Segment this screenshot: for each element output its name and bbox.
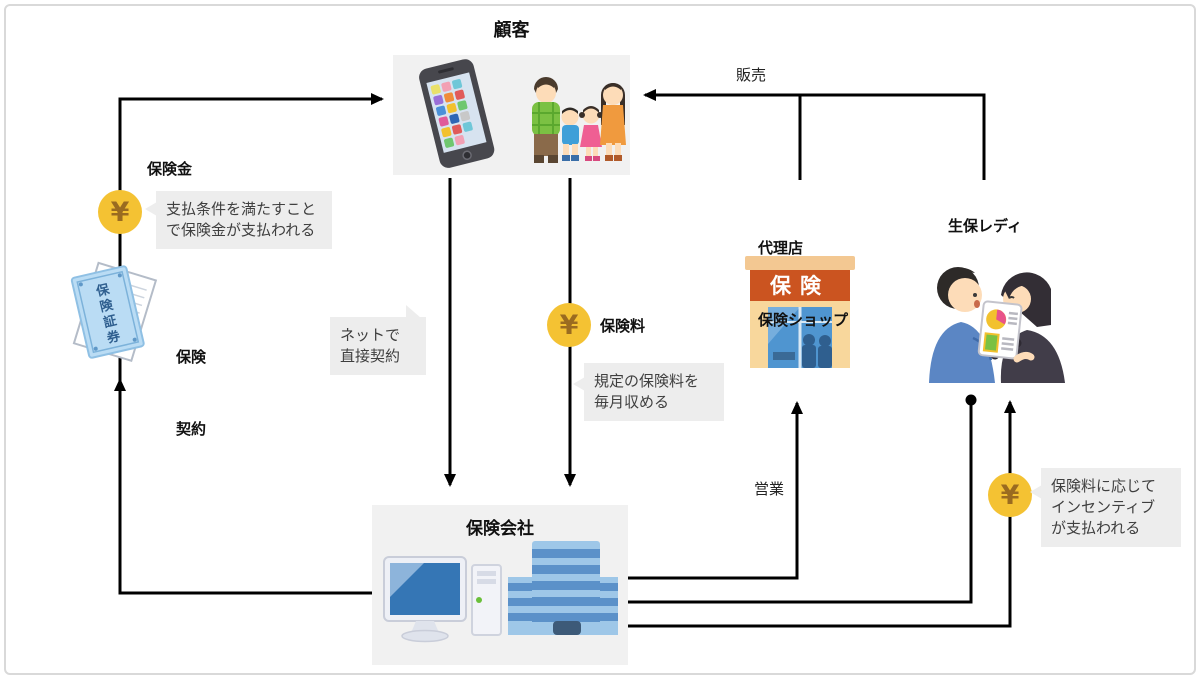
benefit-label: 保険金 [147,160,193,178]
yen-coin-benefit-icon: ¥ [98,190,142,234]
premium-note-line1: 規定の保険料を [594,372,700,390]
smartphone-family-icon [419,59,626,168]
net-contract-line2: 直接契約 [340,347,401,365]
edge-sales [643,89,986,180]
bubble-pointer [573,377,585,391]
incentive-line3: が支払われる [1051,519,1141,537]
contract-illustration: 保 険 証 券 [58,258,173,377]
yen-symbol: ¥ [110,196,130,228]
edge-lady-link-dot [965,394,977,406]
insurance-certificate-icon: 保 険 証 券 [70,261,158,363]
contract-label: 保険 契約 [176,297,206,489]
bubble-pointer [406,305,421,318]
edge-incentive [628,400,1016,628]
customer-title: 顧客 [493,20,530,41]
customer-illustration [393,55,630,179]
sales-lady-title: 生保レディ [948,217,1022,235]
doc-char-4: 券 [105,328,123,347]
net-contract-line1: ネットで [340,326,401,344]
bubble-pointer [145,202,157,216]
benefit-note-bubble: 支払条件を満たすこと で保険金が支払われる [145,191,332,249]
company-title: 保険会社 [466,519,534,539]
incentive-line2: インセンティブ [1051,498,1156,516]
company-illustration [372,505,628,669]
shop-sign-text: 保険 [769,274,830,298]
yen-coin-premium-icon: ¥ [547,303,591,347]
doc-char-1: 保 [94,281,112,300]
sales-lady-illustration [913,243,1065,387]
agency-title: 代理店 保険ショップ [758,188,848,380]
contract-label-line2: 契約 [176,420,207,438]
incentive-bubble: 保険料に応じて インセンティブ が支払われる [1030,468,1181,547]
sales-label: 販売 [736,66,767,84]
yen-symbol: ¥ [1000,479,1020,511]
incentive-line1: 保険料に応じて [1051,477,1157,495]
agency-title-line1: 代理店 [758,239,804,257]
computer-building-icon [383,541,618,643]
bubble-pointer [1030,485,1042,499]
edge-lady-link [628,403,973,604]
doc-char-3: 証 [102,313,118,332]
contract-label-line1: 保険 [176,348,207,366]
agency-title-line2: 保険ショップ [758,311,849,329]
agency-illustration: 保険 [743,248,857,378]
insurance-shop-icon: 保険 [745,256,855,368]
yen-symbol: ¥ [559,309,579,341]
net-contract-bubble: ネットで 直接契約 [330,305,426,375]
premium-note-line2: 毎月収める [594,393,670,411]
edge-sales-activity [628,401,803,580]
benefit-note-line1: 支払条件を満たすこと [166,200,317,218]
premium-label: 保険料 [600,317,646,335]
salesperson-customer-icon [929,267,1065,383]
benefit-note-line2: で保険金が支払われる [166,221,316,239]
doc-char-2: 険 [98,297,115,316]
premium-note-bubble: 規定の保険料を 毎月収める [573,363,724,421]
sales-activity-label: 営業 [754,480,785,498]
yen-coin-incentive-icon: ¥ [988,473,1032,517]
